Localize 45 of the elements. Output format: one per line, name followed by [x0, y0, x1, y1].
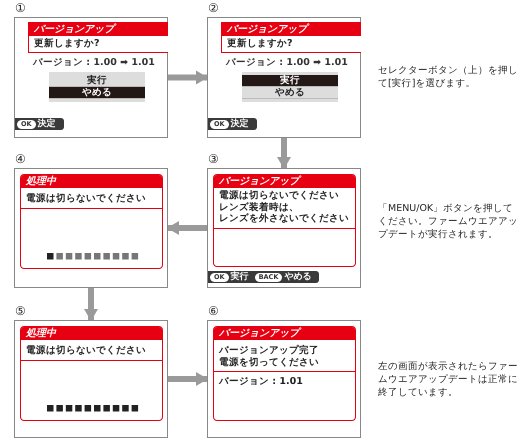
screen-panel [207, 168, 361, 288]
title-bar: 処理中 [21, 175, 162, 188]
note-text: 左の画面が表示されたらファームウエアアップデートは正常に終了しています。 [378, 360, 518, 399]
note-text: セレクターボタン（上）を押して[実行]を選びます。 [378, 64, 518, 90]
step-number: ⑥ [208, 305, 219, 318]
message-text: 電源を切ってください [218, 356, 320, 368]
arrow [168, 372, 208, 386]
screen-panel [14, 17, 168, 138]
message-text: 電源は切らないでください [218, 190, 340, 202]
arrow [277, 138, 291, 169]
message-text: バージョンアップ完了 [218, 345, 320, 356]
screen-panel [207, 320, 361, 438]
menu-item: やめる [49, 87, 145, 99]
version-text: バージョン : 1.00 ➡ 1.01 [226, 56, 348, 69]
title-bar: 処理中 [21, 327, 162, 340]
title-bar: バージョンアップ [214, 175, 355, 188]
message-text: 電源は切らないでください [25, 345, 147, 356]
soft-key-text: 実行 [230, 272, 249, 282]
message-text: 更新しますか? [33, 36, 101, 51]
step-number: ⑤ [15, 305, 26, 318]
step-number: ④ [15, 153, 26, 166]
screen-panel [207, 17, 361, 138]
menu-item: 実行 [242, 75, 338, 87]
screen-panel [14, 168, 168, 288]
arrow [168, 70, 208, 84]
step-number: ① [15, 2, 26, 15]
version-text: バージョン : 1.01 [218, 375, 304, 388]
step-number: ② [208, 2, 219, 15]
menu-item: やめる [242, 87, 338, 99]
message-text: レンズを外さないでください [218, 213, 350, 224]
step-number: ③ [208, 153, 219, 166]
title-bar: バージョンアップ [222, 23, 361, 36]
arrow [167, 221, 207, 235]
soft-key-text: 決定 [38, 118, 56, 130]
title-bar: バージョンアップ [29, 23, 168, 36]
arrow [84, 288, 98, 321]
message-text: 更新しますか? [226, 36, 294, 51]
note-text: 「MENU/OK」ボタンを押してください。ファームウエアアップデートが実行されます。 [378, 202, 518, 241]
title-bar: バージョンアップ [214, 327, 355, 340]
message-text: レンズ装着時は、 [218, 202, 300, 213]
message-text: 電源は切らないでください [25, 193, 147, 204]
soft-key-text: やめる [284, 272, 312, 282]
screen-panel [14, 320, 168, 438]
soft-key-text: 決定 [230, 118, 249, 130]
version-text: バージョン : 1.00 ➡ 1.01 [33, 56, 155, 69]
